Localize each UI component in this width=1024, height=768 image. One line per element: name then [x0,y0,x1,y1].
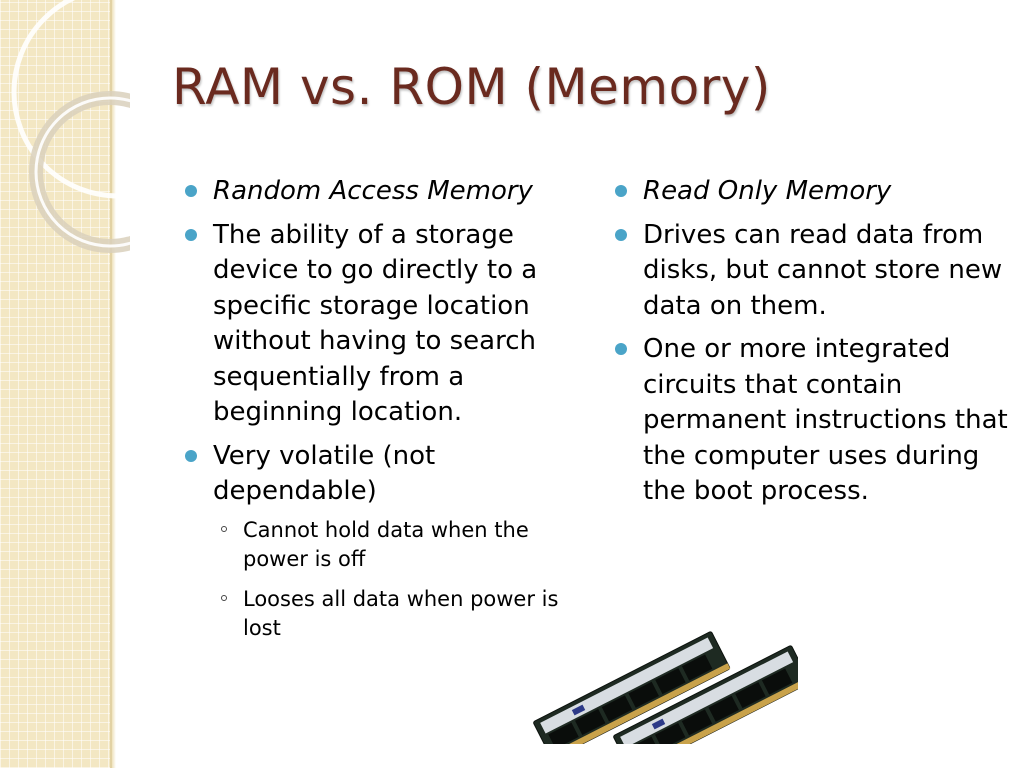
hollow-circle-bullet-icon [221,525,227,532]
sub-bullet-item: Looses all data when power is lost [213,585,568,643]
sub-bullet-item: Cannot hold data when the power is off [213,516,568,574]
ram-modules-image [533,631,798,744]
bullet-text: Read Only Memory [643,176,892,206]
bullet-icon [185,449,197,462]
left-bullet-item: The ability of a storage device to go di… [183,218,568,431]
left-bullet-item: Random Access Memory [183,174,568,210]
left-bullet-item: Very volatile (not dependable) Cannot ho… [183,439,568,643]
left-column: Random Access Memory The ability of a st… [183,174,568,654]
right-bullet-item: One or more integrated circuits that con… [613,332,1008,510]
right-bullet-item: Drives can read data from disks, but can… [613,218,1008,325]
hollow-circle-bullet-icon [221,594,227,601]
ram-stick-back [533,631,731,744]
bullet-text: Random Access Memory [213,176,533,206]
ram-stick-front [613,645,798,744]
right-bullet-item: Read Only Memory [613,174,1008,210]
decorative-rings [11,0,130,253]
bullet-icon [185,228,197,241]
bullet-text: Very volatile (not dependable) [213,440,436,507]
bullet-text: The ability of a storage device to go di… [213,219,538,428]
sub-list: Cannot hold data when the power is off L… [213,516,568,643]
sub-bullet-text: Cannot hold data when the power is off [243,517,529,571]
bullet-icon [615,228,627,241]
bullet-icon [615,185,627,197]
right-column: Read Only Memory Drives can read data fr… [613,174,1008,518]
bullet-icon [615,343,627,355]
bullet-icon [185,185,197,197]
bullet-text: Drives can read data from disks, but can… [643,219,1003,321]
bullet-text: One or more integrated circuits that con… [643,334,1008,506]
sub-bullet-text: Looses all data when power is lost [243,586,559,640]
slide-title: RAM vs. ROM (Memory) [172,58,771,116]
side-band-edge [112,0,116,768]
